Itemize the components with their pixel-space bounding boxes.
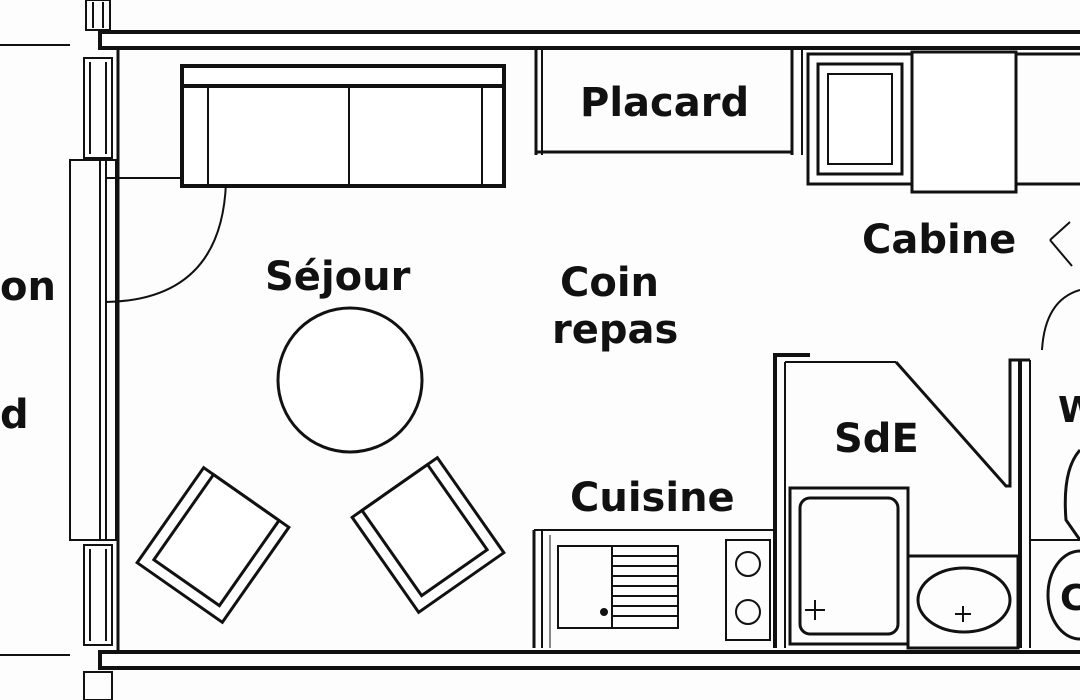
label-right-partial-w: W	[1058, 390, 1080, 431]
label-sejour: Séjour	[265, 254, 411, 300]
label-coin: Coin	[560, 260, 659, 306]
sde-walls	[773, 353, 1080, 648]
label-cuisine: Cuisine	[570, 475, 735, 521]
sofa	[180, 64, 506, 188]
bottom-wall	[98, 650, 1080, 670]
label-left-partial-1: on	[0, 264, 56, 310]
entry-door	[105, 177, 227, 303]
label-placard: Placard	[580, 80, 749, 126]
top-wall	[98, 30, 1080, 50]
label-sde: SdE	[834, 416, 919, 462]
label-right-partial-c: C	[1060, 578, 1080, 619]
label-repas: repas	[552, 307, 678, 353]
placard-closet	[534, 48, 803, 155]
shower-tray	[788, 486, 910, 646]
kitchen-counter	[532, 529, 775, 648]
cabine-furniture	[806, 50, 1080, 351]
armchair-left	[135, 465, 291, 625]
armchair-right	[350, 455, 506, 615]
label-cabine: Cabine	[862, 217, 1016, 263]
left-facade	[0, 0, 117, 700]
wc-partial	[1046, 448, 1080, 641]
exterior-walls	[98, 30, 1080, 670]
label-left-partial-2: d	[0, 392, 29, 438]
washbasin	[906, 554, 1020, 650]
dining-table	[276, 306, 424, 454]
